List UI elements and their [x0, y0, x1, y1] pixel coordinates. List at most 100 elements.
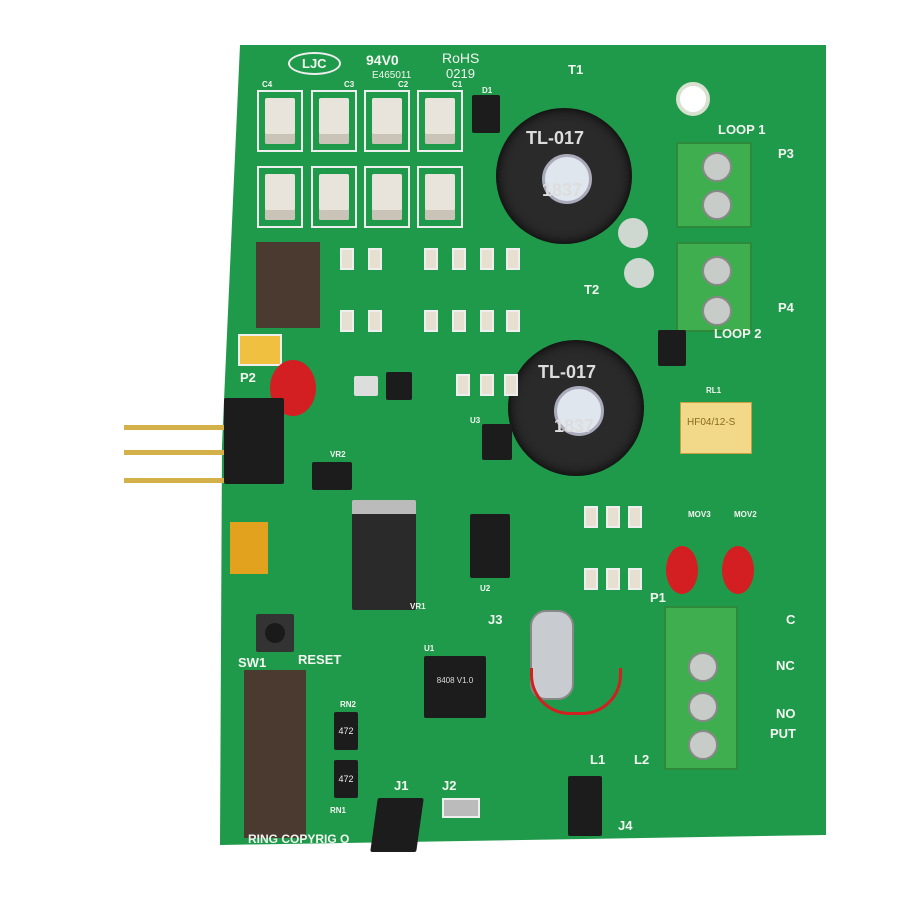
ic-u2: [470, 514, 510, 578]
label-p4: P4: [778, 300, 794, 315]
capacitor-c2: [364, 90, 410, 152]
varistor-mov3: [666, 546, 698, 594]
label-l2: L2: [634, 752, 650, 767]
resistor: [452, 310, 466, 332]
voltage-regulator-vr1: [352, 500, 416, 610]
capacitor-c3: [311, 90, 357, 152]
ul-rating: 94V0: [366, 52, 399, 68]
voltage-regulator-vr2: [312, 462, 352, 490]
label-c: C: [786, 612, 796, 627]
label-u2: U2: [480, 584, 491, 593]
relay-rl1: HF04/12-S: [680, 402, 752, 454]
resistor: [628, 506, 642, 528]
pin-header-p2[interactable]: [224, 398, 284, 484]
label-mov3: MOV3: [688, 510, 711, 519]
label-p3: P3: [778, 146, 794, 161]
resistor: [628, 568, 642, 590]
resistor-network-rn1: 472: [334, 760, 358, 798]
varistor-mov2: [722, 546, 754, 594]
resistor: [506, 310, 520, 332]
terminal-block-p4[interactable]: [676, 242, 752, 332]
jumper-j2[interactable]: [442, 798, 480, 818]
label-p1: P1: [650, 590, 666, 605]
dip-switch-8[interactable]: [244, 670, 306, 838]
copyright-text: RING COPYRIG O: [248, 832, 350, 846]
resistor: [368, 310, 382, 332]
label-c1: C1: [452, 80, 463, 89]
label-put: PUT: [770, 726, 796, 741]
label-mov2: MOV2: [734, 510, 757, 519]
label-j2: J2: [442, 778, 457, 793]
capacitor-c1: [417, 90, 463, 152]
header-pin: [124, 478, 234, 483]
resistor: [368, 248, 382, 270]
label-no: NO: [776, 706, 796, 721]
resistor: [584, 506, 598, 528]
terminal-block-p3[interactable]: [676, 142, 752, 228]
diode-d1: [472, 95, 500, 133]
label-rn1: RN1: [330, 806, 347, 815]
label-c4: C4: [262, 80, 273, 89]
resistor: [506, 248, 520, 270]
microcontroller-u1: 8408 V1.0: [424, 656, 486, 718]
diode: [354, 376, 378, 396]
capacitor-c6: [364, 166, 410, 228]
capacitor-c5: [417, 166, 463, 228]
ic-u3: [482, 424, 512, 460]
resistor: [480, 310, 494, 332]
capacitor-c8: [257, 166, 303, 228]
resistor: [340, 310, 354, 332]
terminal-block-p1[interactable]: [664, 606, 738, 770]
resistor: [340, 248, 354, 270]
header-pin: [124, 425, 234, 430]
date-code: 0219: [446, 66, 475, 81]
resistor: [480, 248, 494, 270]
label-nc: NC: [776, 658, 795, 673]
capacitor-c7: [311, 166, 357, 228]
label-c3: C3: [344, 80, 355, 89]
rohs-mark: RoHS: [442, 50, 480, 66]
label-u3: U3: [470, 416, 481, 425]
label-loop2: LOOP 2: [714, 326, 762, 341]
resistor: [606, 506, 620, 528]
header-j4[interactable]: [568, 776, 602, 836]
label-reset: RESET: [298, 652, 342, 667]
label-rl1: RL1: [706, 386, 722, 395]
diode-d2: [658, 330, 686, 366]
resistor: [424, 248, 438, 270]
resistor: [424, 310, 438, 332]
ljc-logo: LJC: [288, 52, 341, 75]
resistor-network-rn2: 472: [334, 712, 358, 750]
tantalum-capacitor: [230, 522, 268, 574]
resistor: [456, 374, 470, 396]
header-pin: [124, 450, 234, 455]
label-j4: J4: [618, 818, 633, 833]
label-vr2: VR2: [330, 450, 346, 459]
label-u1: U1: [424, 644, 435, 653]
label-loop1: LOOP 1: [718, 122, 766, 137]
resistor: [584, 568, 598, 590]
dip-switch[interactable]: [256, 242, 320, 328]
label-p2: P2: [240, 370, 256, 385]
resistor: [452, 248, 466, 270]
reset-button[interactable]: [256, 614, 294, 652]
jumper-j1[interactable]: [370, 798, 424, 852]
led: [618, 218, 648, 248]
jumper-pl1: [238, 334, 282, 366]
diode-d6: [386, 372, 412, 400]
label-l1: L1: [590, 752, 606, 767]
resistor: [480, 374, 494, 396]
label-d1: D1: [482, 86, 493, 95]
resistor: [504, 374, 518, 396]
file-number: E465011: [372, 70, 412, 81]
mounting-hole: [676, 82, 710, 116]
label-t2: T2: [584, 282, 600, 297]
label-j3: J3: [488, 612, 503, 627]
label-j1: J1: [394, 778, 409, 793]
led: [624, 258, 654, 288]
resistor: [606, 568, 620, 590]
label-vr1: VR1: [410, 602, 426, 611]
label-t1: T1: [568, 62, 584, 77]
